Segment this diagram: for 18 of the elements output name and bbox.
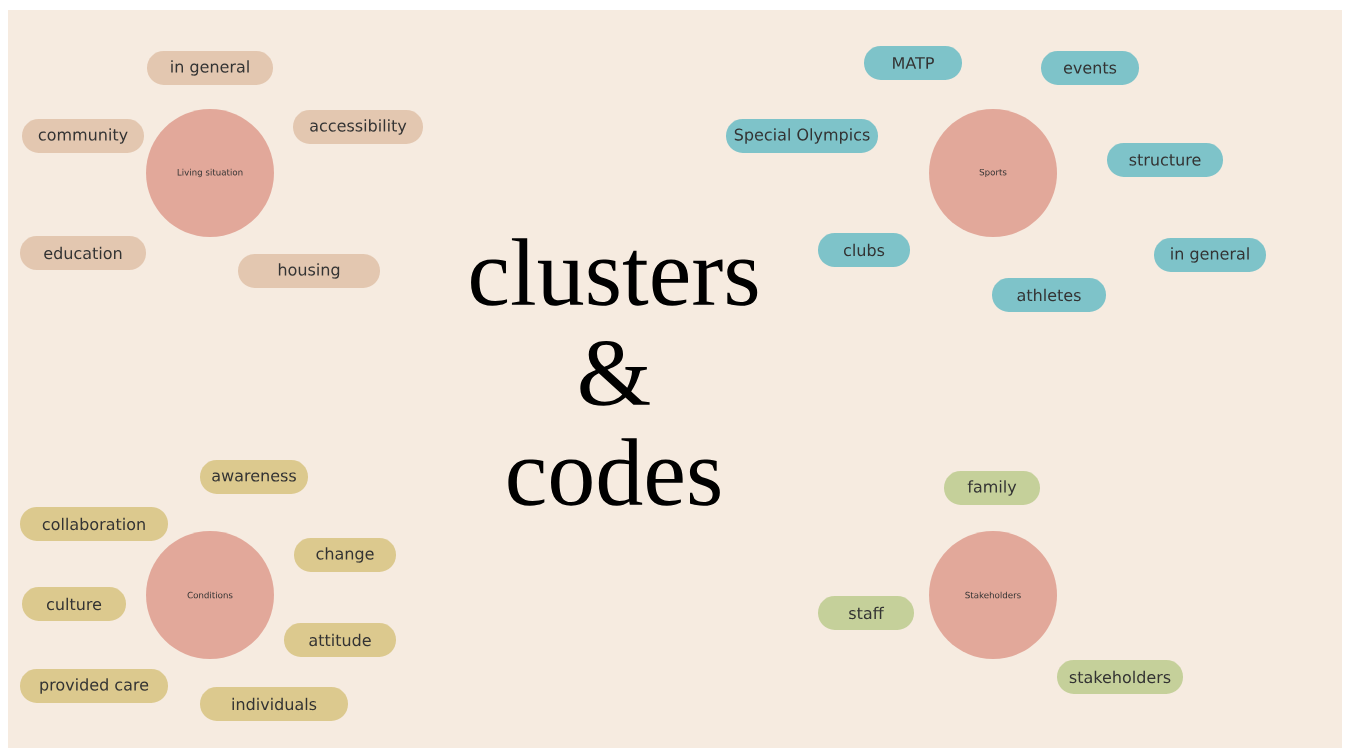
code-pill: Special Olympics: [726, 119, 878, 153]
code-pill: in general: [1154, 238, 1266, 272]
code-pill: education: [20, 236, 146, 270]
title: clusters & codes: [471, 238, 758, 506]
code-pill: attitude: [284, 623, 396, 657]
code-pill: collaboration: [20, 507, 168, 541]
code-pill: structure: [1107, 143, 1223, 177]
code-pill: staff: [818, 596, 914, 630]
code-pill: clubs: [818, 233, 910, 267]
code-pill: awareness: [200, 460, 308, 494]
code-pill: culture: [22, 587, 126, 621]
code-pill: individuals: [200, 687, 348, 721]
code-pill: community: [22, 119, 144, 153]
code-pill: stakeholders: [1057, 660, 1183, 694]
code-pill: family: [944, 471, 1040, 505]
code-pill: athletes: [992, 278, 1106, 312]
code-pill: provided care: [20, 669, 168, 703]
code-pill: change: [294, 538, 396, 572]
